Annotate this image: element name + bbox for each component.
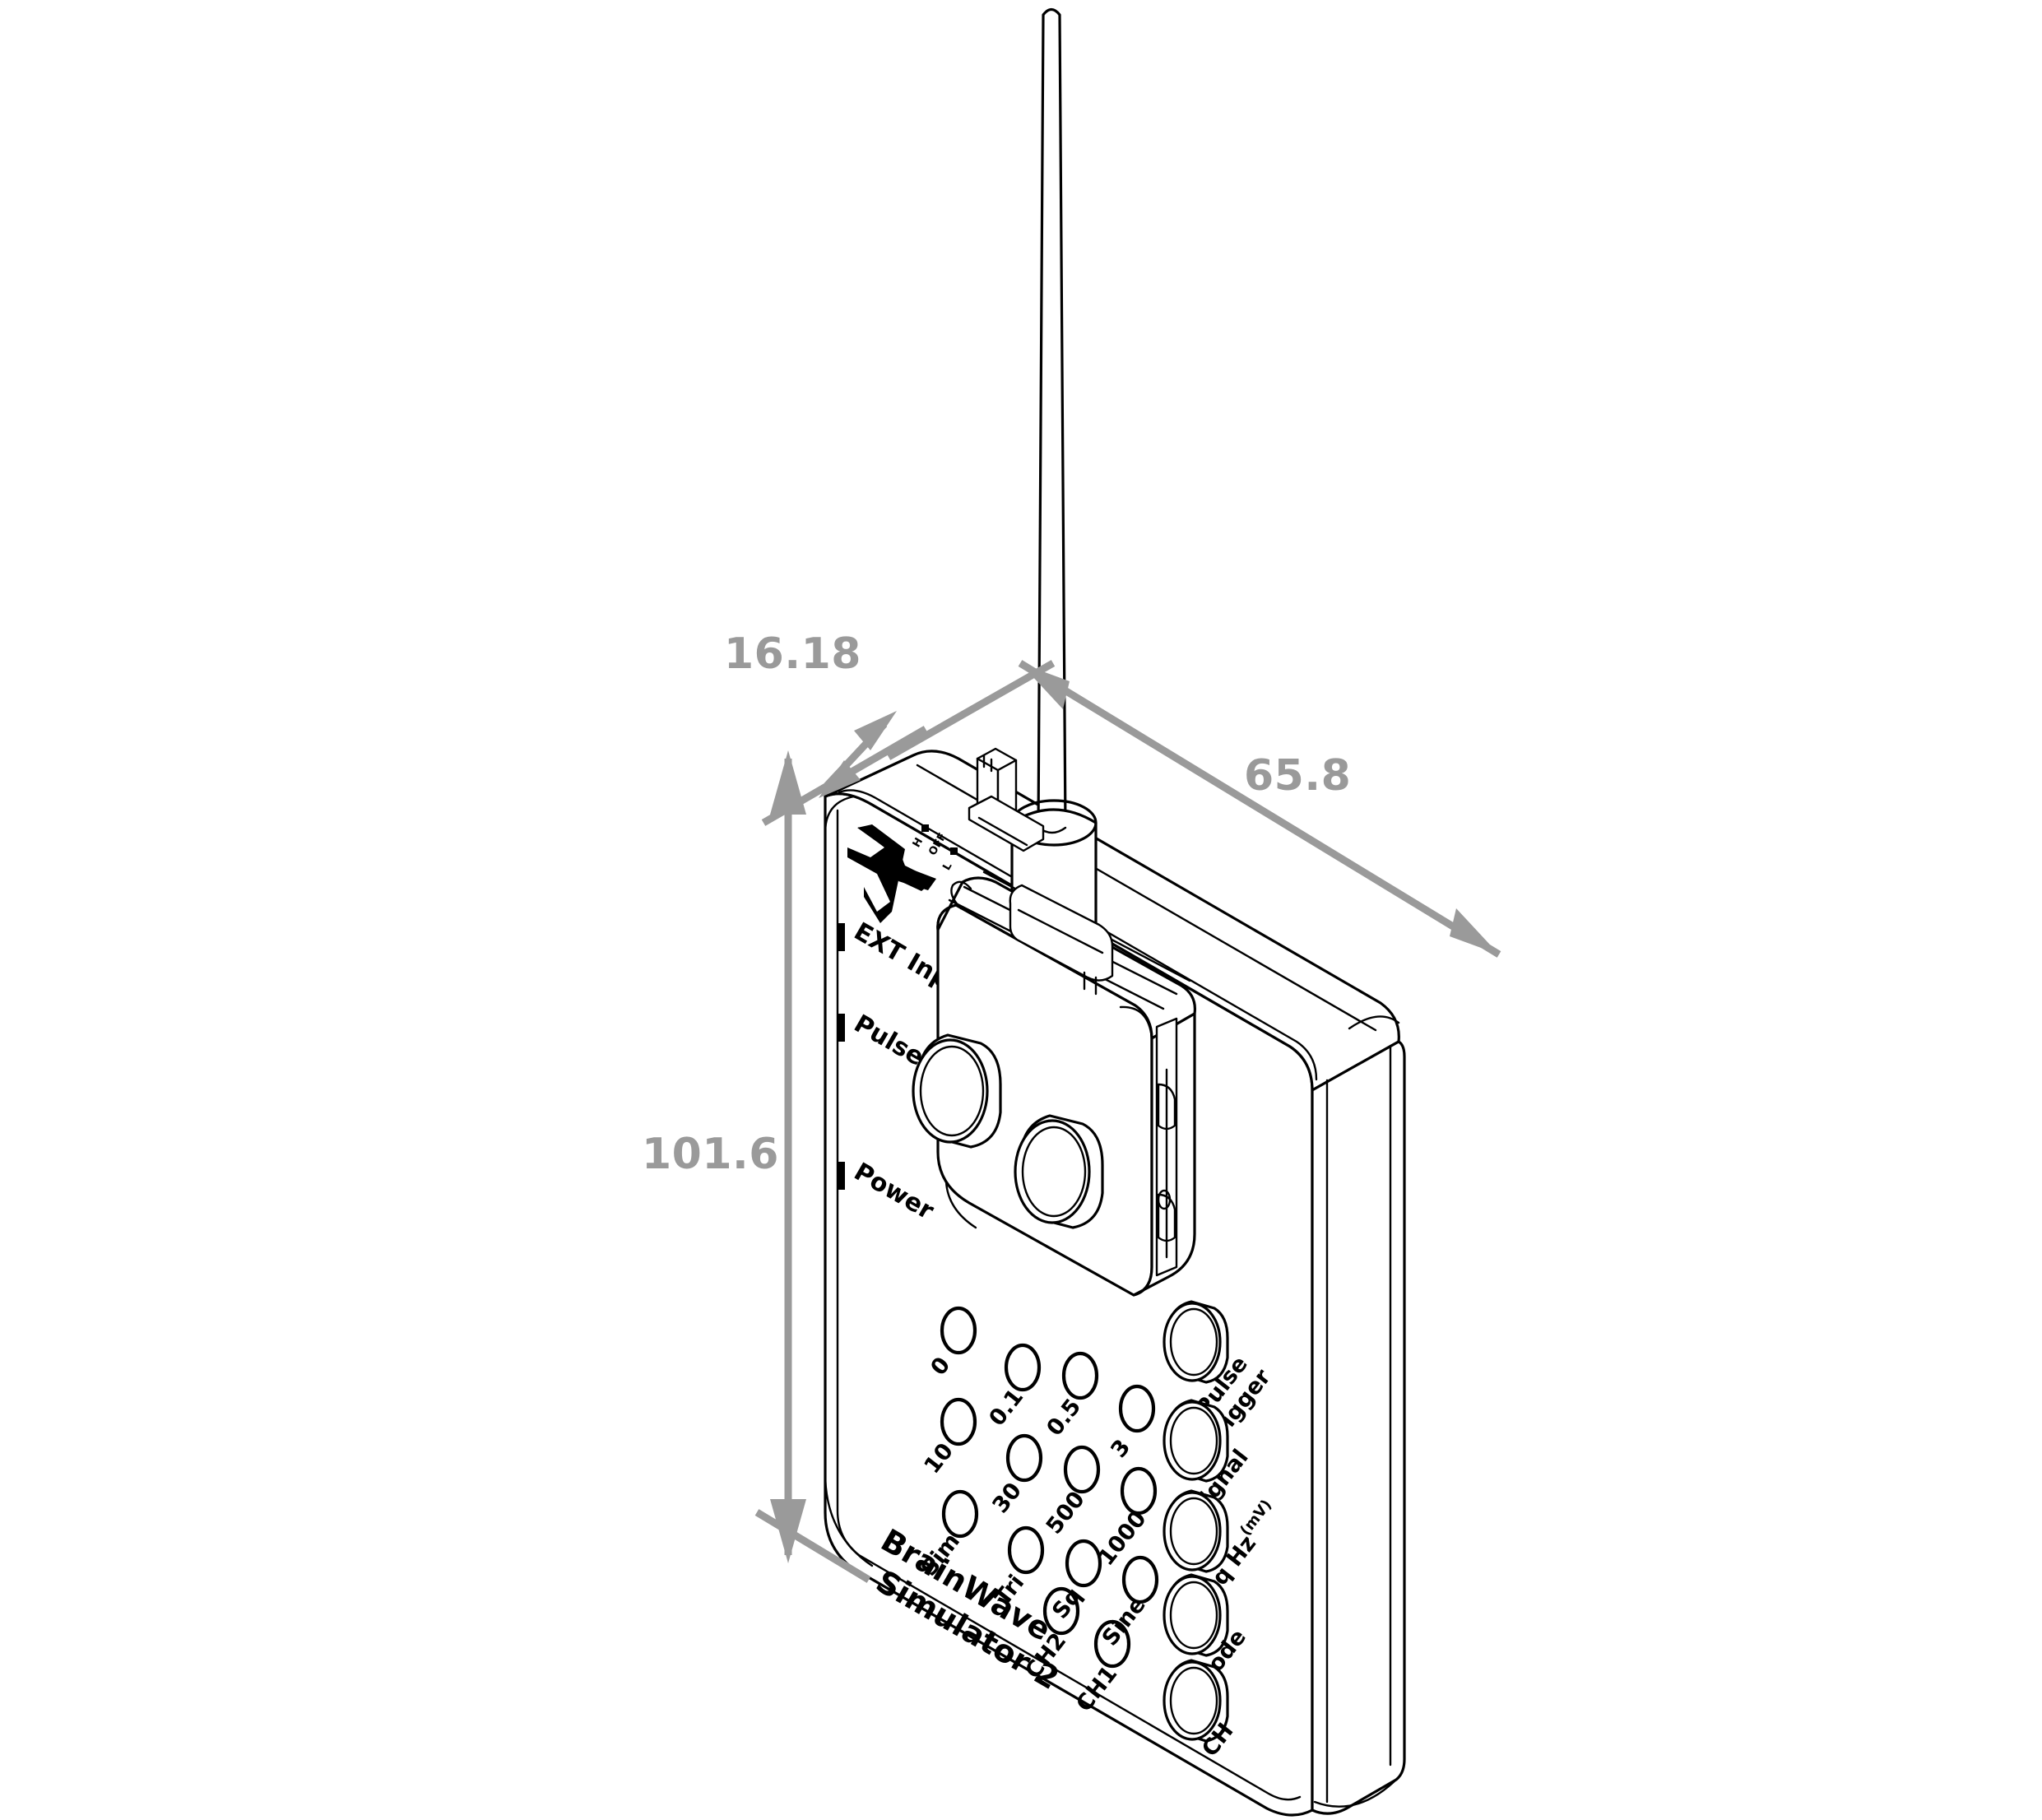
height-arrow-head-top <box>770 750 806 815</box>
led-indicator <box>1005 1433 1043 1483</box>
corner-round-bottom-right <box>1313 1776 1400 1808</box>
led-indicator <box>941 1489 979 1539</box>
dimension-width: 65.8 <box>1018 660 1501 958</box>
knob-lower-cap-inner <box>1021 1126 1087 1218</box>
depth-arrow-head-start <box>819 760 861 798</box>
knob-upper[interactable] <box>912 1033 1002 1149</box>
led-indicator <box>1093 1619 1131 1669</box>
depth-arrow-head-end <box>854 711 897 750</box>
ext-input-tick <box>838 923 845 951</box>
connector-recess <box>968 795 1045 852</box>
button-cap <box>1163 1660 1222 1741</box>
led-indicator <box>1061 1351 1099 1400</box>
width-arrow-head-end <box>1450 908 1499 954</box>
led-indicator <box>1065 1539 1102 1588</box>
top-connector[interactable] <box>968 747 1045 852</box>
module-bottom-edge <box>944 1180 977 1229</box>
depth-extension-upper <box>886 660 1056 760</box>
module-left-hook <box>950 880 972 910</box>
knob-upper-cap-inner <box>919 1045 985 1137</box>
pulse-tick <box>838 1014 845 1042</box>
led-indicator <box>1120 1466 1158 1516</box>
button-cap-inner <box>1169 1581 1218 1650</box>
led-indicator <box>1004 1343 1042 1392</box>
x-logo <box>847 824 936 923</box>
height-dim-text: 101.6 <box>642 1130 779 1179</box>
dimension-height: 101.6 <box>642 750 871 1583</box>
antenna-whip <box>1037 7 1067 838</box>
led-indicator <box>940 1397 977 1446</box>
button-cap-inner <box>1169 1406 1218 1475</box>
button-cap <box>1163 1400 1222 1481</box>
button-cap <box>1163 1575 1222 1655</box>
led-indicator <box>1118 1384 1156 1433</box>
corner-round-bottom-left <box>824 1471 874 1567</box>
corner-round-top-left <box>824 795 856 834</box>
right-side-face <box>1311 1040 1406 1815</box>
led-indicator <box>1007 1525 1045 1575</box>
led-indicator <box>1121 1555 1159 1604</box>
button-ch[interactable]: CH <box>1163 1659 1239 1762</box>
knob-upper-cap <box>912 1038 989 1144</box>
module-saddle-inner <box>1017 908 1104 954</box>
led-indicator <box>1042 1586 1080 1636</box>
knob-lower-cap <box>1014 1119 1091 1224</box>
height-extension-lower <box>754 1509 871 1583</box>
button-cap <box>1163 1302 1222 1382</box>
switch-dot-low <box>950 847 958 855</box>
width-dim-text: 65.8 <box>1244 751 1351 801</box>
dimension-depth: 16.18 <box>724 629 1056 826</box>
width-arrow-head-start <box>1020 663 1070 709</box>
led-indicator <box>940 1306 977 1355</box>
clip-module[interactable] <box>912 871 1197 1297</box>
connector-recess-inner <box>977 816 1028 847</box>
depth-dim-text: 16.18 <box>724 629 861 679</box>
width-dim-shaft <box>1018 660 1501 958</box>
corner-round-top-right <box>1348 1015 1400 1030</box>
led-indicator <box>1063 1445 1101 1494</box>
module-clip-catch-upper <box>1157 1083 1176 1131</box>
switch-dot-high <box>921 824 929 832</box>
module-clip-pivot <box>1157 1189 1172 1210</box>
power-tick <box>838 1162 845 1190</box>
button-cap-inner <box>1169 1666 1218 1735</box>
button-cap <box>1163 1491 1222 1572</box>
button-cap-inner <box>1169 1307 1218 1377</box>
module-saddle-nub <box>1083 971 1098 996</box>
module-clip-catch-lower <box>1157 1193 1176 1242</box>
button-cap-inner <box>1169 1497 1218 1566</box>
module-corner-shade-tr <box>1119 1005 1153 1040</box>
knob-lower[interactable] <box>1014 1114 1104 1229</box>
